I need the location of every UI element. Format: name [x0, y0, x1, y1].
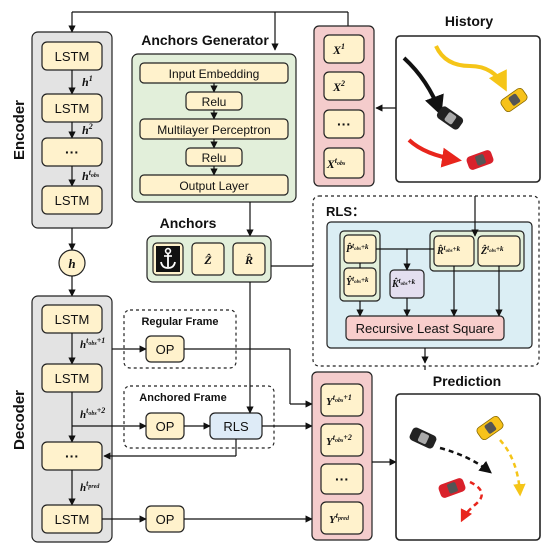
encoder-lstm-2-label: LSTM	[55, 101, 90, 116]
prediction-black-car-icon	[409, 427, 437, 449]
op-box-3-label: OP	[156, 512, 175, 527]
prediction-yellow-car-icon	[476, 415, 504, 441]
encoder-title: Encoder	[11, 100, 28, 160]
decoder-lstm-2-label: LSTM	[55, 371, 90, 386]
history-x2-box	[323, 71, 365, 101]
rls-box-label: RLS	[223, 419, 249, 434]
hidden-state-label: h	[68, 256, 75, 271]
history-black-car-icon	[436, 106, 464, 130]
regular-frame-title: Regular Frame	[141, 316, 218, 328]
gen-layer-input-embedding-label: Input Embedding	[169, 67, 260, 81]
decoder-h-pred: htpred	[80, 479, 100, 494]
prediction-ypred-label: Ytpred	[329, 511, 350, 526]
history-red-trajectory	[407, 138, 462, 168]
decoder-title: Decoder	[11, 390, 28, 450]
history-red-car-icon	[466, 150, 494, 170]
rls-r-label: R̂tobs+k	[436, 244, 461, 257]
gen-layer-output-label: Output Layer	[179, 179, 248, 193]
anchored-frame-title: Anchored Frame	[139, 392, 226, 404]
anchors-title: Anchors	[160, 215, 217, 231]
recursive-least-square-label: Recursive Least Square	[356, 321, 495, 336]
encoder-lstm-3	[41, 185, 103, 215]
prediction-ypred-box	[320, 501, 364, 535]
history-yellow-trajectory	[434, 45, 507, 92]
gen-layer-relu-1-label: Relu	[202, 95, 227, 109]
history-xobs-box	[323, 147, 365, 179]
prediction-scene	[395, 393, 541, 541]
history-xobs-label: Xtobs	[326, 156, 346, 171]
history-x2-label: X2	[332, 79, 345, 94]
prediction-y1-box	[320, 383, 364, 417]
history-column	[313, 25, 375, 187]
prediction-y1-label: Ytobs+1	[326, 393, 352, 408]
rls-title: RLS：	[326, 204, 365, 219]
decoder-lstm-3-label: LSTM	[55, 512, 90, 527]
rls-y-label: Ŷtobs+k	[346, 275, 369, 288]
anchor-r-box	[232, 242, 266, 276]
anchor-z-label: Ẑ	[203, 253, 212, 267]
encoder-h-obs: htobs	[82, 168, 100, 183]
history-title: History	[445, 13, 493, 29]
gen-layer-output	[139, 174, 289, 196]
anchors-generator-title: Anchors Generator	[141, 32, 269, 48]
prediction-ellipsis: ···	[335, 471, 349, 487]
op-box-2-label: OP	[156, 419, 175, 434]
history-black-trajectory	[402, 56, 444, 116]
encoder-ellipsis: ···	[65, 144, 79, 160]
history-x1-box	[323, 34, 365, 64]
prediction-y2-box	[320, 423, 364, 457]
gen-layer-mlp-label: Multilayer Perceptron	[157, 123, 270, 137]
encoder-h1: h1	[82, 74, 93, 89]
rls-z-label: Ẑtobs+k	[480, 244, 504, 257]
history-ellipsis: ···	[337, 116, 351, 132]
history-yellow-car-icon	[500, 87, 528, 113]
decoder-lstm-1-label: LSTM	[55, 312, 90, 327]
prediction-black-trajectory	[439, 446, 492, 474]
anchor-r-label: R̂	[244, 253, 253, 267]
gen-layer-relu-2-label: Relu	[202, 151, 227, 165]
encoder-lstm-1-label: LSTM	[55, 49, 90, 64]
encoder-h2: h2	[82, 122, 93, 137]
anchor-icon	[156, 246, 180, 272]
recursive-least-square-box	[345, 315, 505, 341]
anchor-z-box	[191, 242, 225, 276]
prediction-yellow-trajectory	[499, 439, 526, 497]
decoder-h-obs2: htobs+2	[80, 406, 105, 421]
prediction-red-car-icon	[438, 478, 466, 498]
prediction-title: Prediction	[433, 373, 501, 389]
history-x1-label: X1	[332, 42, 345, 57]
prediction-ellipsis-box	[320, 463, 364, 495]
rls-p-label: P̂tobs+k	[346, 242, 369, 255]
decoder-ellipsis: ···	[65, 448, 79, 464]
op-box-1-label: OP	[156, 342, 175, 357]
history-ellipsis-box	[323, 109, 365, 139]
prediction-red-trajectory	[460, 480, 483, 523]
encoder-lstm-3-label: LSTM	[55, 193, 90, 208]
rls-k-label: K̂tobs+k	[391, 277, 416, 290]
decoder-h-obs1: htobs+1	[80, 336, 105, 351]
prediction-y2-label: Ytobs+2	[326, 433, 352, 448]
